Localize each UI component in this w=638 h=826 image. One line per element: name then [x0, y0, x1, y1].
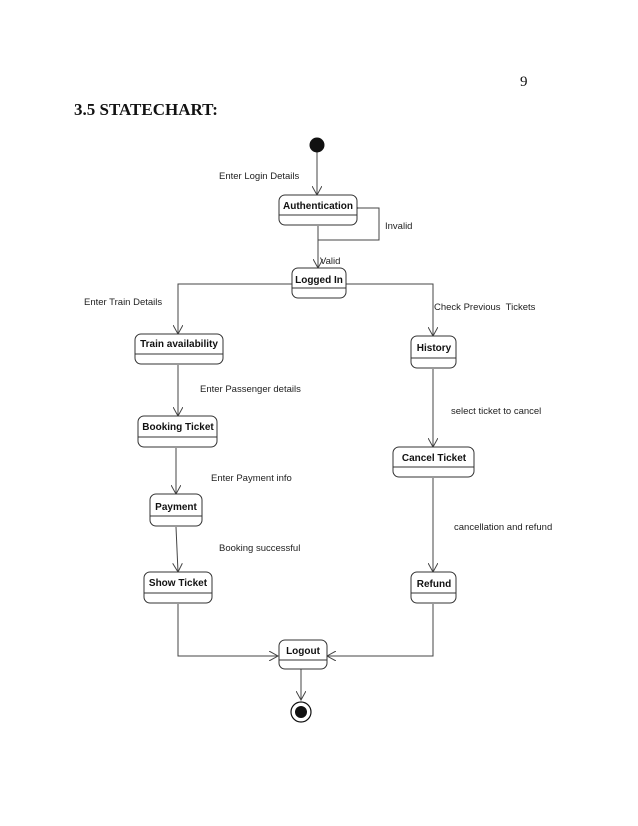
state-show-ticket-label: Show Ticket — [149, 578, 208, 589]
state-cancel-ticket: Cancel Ticket — [392, 446, 475, 478]
label-booking-successful: Booking successful — [219, 543, 300, 554]
state-payment: Payment — [149, 493, 203, 527]
final-state-node — [290, 701, 312, 723]
label-check-previous-tickets: Check Previous Tickets — [434, 302, 536, 313]
state-history: History — [410, 335, 457, 369]
edge-invalid-loop — [318, 207, 380, 241]
state-logged-in-label: Logged In — [295, 275, 343, 286]
label-select-ticket-to-cancel: select ticket to cancel — [451, 406, 541, 417]
state-refund: Refund — [410, 571, 457, 604]
state-booking-ticket-label: Booking Ticket — [142, 422, 214, 433]
state-logged-in: Logged In — [291, 267, 347, 299]
state-booking-ticket: Booking Ticket — [137, 415, 218, 448]
label-enter-payment-info: Enter Payment info — [211, 473, 292, 484]
edge-logged-in-to-history — [346, 283, 433, 336]
state-train-availability: Train availability — [134, 333, 224, 365]
edge-logged-in-to-train-availability — [178, 283, 292, 334]
state-authentication: Authentication — [278, 194, 358, 226]
transition-edges — [176, 152, 433, 700]
label-valid: Valid — [320, 256, 340, 267]
initial-state-node — [309, 137, 325, 153]
state-train-availability-label: Train availability — [140, 339, 218, 350]
state-refund-label: Refund — [417, 579, 451, 590]
state-logout: Logout — [278, 639, 328, 670]
section-heading: 3.5 STATECHART: — [74, 100, 218, 119]
state-show-ticket: Show Ticket — [143, 571, 213, 604]
label-enter-train-details: Enter Train Details — [84, 297, 162, 308]
state-cancel-ticket-label: Cancel Ticket — [402, 453, 467, 464]
label-cancellation-and-refund: cancellation and refund — [454, 522, 552, 533]
state-logout-label: Logout — [286, 646, 321, 657]
page-number: 9 — [520, 74, 528, 90]
state-history-label: History — [417, 343, 452, 354]
state-authentication-label: Authentication — [283, 201, 353, 212]
edge-payment-to-show-ticket — [176, 526, 178, 572]
edge-refund-to-logout — [327, 604, 434, 656]
edge-show-ticket-to-logout — [177, 604, 278, 656]
label-enter-passenger-details: Enter Passenger details — [200, 384, 301, 395]
state-payment-label: Payment — [155, 502, 197, 513]
label-invalid: Invalid — [385, 221, 412, 232]
label-enter-login-details: Enter Login Details — [219, 171, 300, 182]
